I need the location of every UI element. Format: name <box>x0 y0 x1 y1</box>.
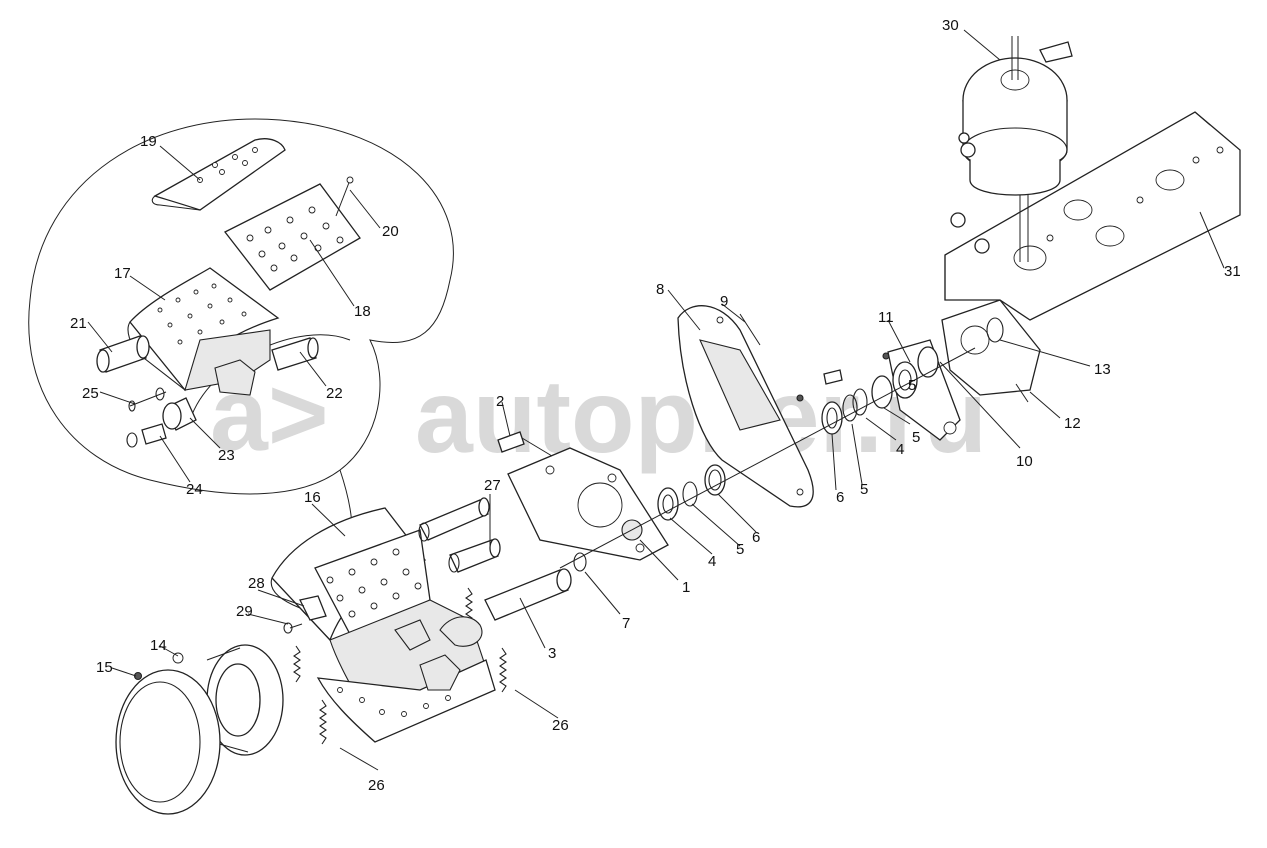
label-17: 17 <box>114 265 131 282</box>
label-5c: 5 <box>912 429 920 446</box>
label-4a: 4 <box>708 553 716 570</box>
label-5d: 5 <box>908 377 916 394</box>
small-bolt-right <box>796 352 890 402</box>
label-6b: 6 <box>836 489 844 506</box>
label-28: 28 <box>248 575 265 592</box>
part-18-lining <box>224 183 361 291</box>
label-7: 7 <box>622 615 630 632</box>
part-19-shoe-plate <box>151 138 286 211</box>
label-9: 9 <box>720 293 728 310</box>
label-11: 11 <box>878 309 894 326</box>
label-19: 19 <box>140 133 157 150</box>
label-26b: 26 <box>368 777 385 794</box>
part-11-slack-adjuster <box>887 339 961 441</box>
label-16: 16 <box>304 489 321 506</box>
label-13: 13 <box>1094 361 1111 378</box>
leader-lines <box>87 29 1225 771</box>
part-23-bushing <box>162 397 197 431</box>
part-3-camshaft <box>439 568 572 647</box>
label-6a: 6 <box>752 529 760 546</box>
part-10-ring <box>917 346 939 378</box>
part-22-pin <box>271 337 319 371</box>
label-10: 10 <box>1016 453 1033 470</box>
label-15: 15 <box>96 659 113 676</box>
label-3: 3 <box>548 645 556 662</box>
part-5-seal-left <box>682 481 698 507</box>
part-7-oring <box>573 552 587 572</box>
label-1: 1 <box>682 579 690 596</box>
part-31-chassis-bracket <box>944 111 1241 321</box>
label-30: 30 <box>942 17 959 34</box>
part-5-seal-right <box>842 388 868 422</box>
part-2-bolt <box>497 431 553 457</box>
part-24-pin <box>126 423 167 448</box>
label-20: 20 <box>382 223 399 240</box>
label-31: 31 <box>1224 263 1241 280</box>
part-20-rivet <box>335 176 354 217</box>
watermark: a> autopiter.ru <box>210 357 987 475</box>
part-28-clip <box>299 595 327 621</box>
detail-callout-outline <box>28 118 454 495</box>
label-18: 18 <box>354 303 371 320</box>
part-21-roller <box>96 335 150 373</box>
label-14: 14 <box>150 637 167 654</box>
part-25-bolt <box>128 387 167 412</box>
part-6-ring-left <box>704 464 726 496</box>
part-26-spring-right <box>465 587 507 693</box>
part-26-spring-left <box>293 645 327 745</box>
part-15-dust-cover <box>115 669 221 815</box>
label-29: 29 <box>236 603 253 620</box>
part-4-bushing-right <box>871 375 893 409</box>
label-25: 25 <box>82 385 99 402</box>
part-labels: 30 31 13 12 10 11 8 9 2 1 3 7 4 5 6 6 5 … <box>70 17 1241 794</box>
label-8: 8 <box>656 281 664 298</box>
label-4b: 4 <box>896 441 904 458</box>
label-27: 27 <box>484 477 501 494</box>
part-29-bolt <box>283 622 303 634</box>
label-22: 22 <box>326 385 343 402</box>
part-6-ring-right <box>821 401 843 435</box>
part-27-pins <box>418 497 501 573</box>
label-5b: 5 <box>860 481 868 498</box>
label-23: 23 <box>218 447 235 464</box>
label-26a: 26 <box>552 717 569 734</box>
label-5a: 5 <box>736 541 744 558</box>
label-24: 24 <box>186 481 203 498</box>
part-9-bolt <box>739 313 761 346</box>
label-12: 12 <box>1064 415 1081 432</box>
part-30-brake-chamber <box>958 36 1073 262</box>
part-17-shoe <box>127 267 280 396</box>
part-4-bushing-left <box>657 487 679 521</box>
label-21: 21 <box>70 315 87 332</box>
label-2: 2 <box>496 393 504 410</box>
part-8-dust-shield <box>677 305 814 508</box>
